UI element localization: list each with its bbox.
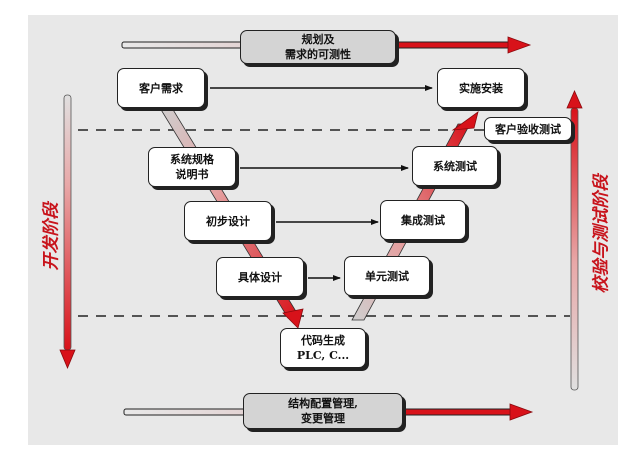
- node-preliminary-design: 初步设计: [184, 201, 272, 241]
- node-code-generation: 代码生成 PLC, C...: [280, 328, 366, 368]
- node-label-line1: 代码生成: [301, 334, 345, 347]
- node-detailed-design: 具体设计: [216, 257, 304, 297]
- node-system-test: 系统测试: [412, 146, 498, 186]
- node-customer-requirements: 客户需求: [117, 68, 205, 108]
- node-label-line2: PLC, C...: [296, 349, 350, 362]
- node-label: 单元测试: [365, 269, 409, 283]
- bottom-banner-line2: 变更管理: [301, 412, 345, 425]
- bottom-banner-configuration-management: 结构配置管理, 变更管理: [243, 393, 403, 429]
- top-banner-requirements-testability: 规划及 需求的可测性: [240, 30, 396, 64]
- node-label: 初步设计: [206, 214, 250, 228]
- verification-testing-phase-label: 校验与测试阶段: [591, 174, 612, 294]
- node-label: 系统测试: [433, 159, 477, 173]
- node-integration-test: 集成测试: [380, 200, 466, 240]
- node-label: 客户需求: [139, 81, 183, 95]
- top-banner-line2: 需求的可测性: [285, 48, 351, 61]
- node-system-spec: 系统规格 说明书: [148, 147, 236, 187]
- bottom-banner-line1: 结构配置管理,: [288, 397, 358, 410]
- node-implementation-installation: 实施安装: [437, 68, 525, 108]
- node-label: 实施安装: [459, 81, 503, 95]
- top-banner-line1: 规划及: [301, 33, 335, 46]
- node-label: 客户验收测试: [495, 122, 561, 136]
- verification-phase-arrow: [566, 90, 583, 391]
- development-phase-label: 开发阶段: [41, 202, 62, 271]
- node-label-line2: 说明书: [175, 168, 209, 181]
- node-unit-test: 单元测试: [344, 256, 430, 296]
- node-customer-acceptance-test: 客户验收测试: [484, 117, 572, 141]
- node-label: 集成测试: [401, 213, 445, 227]
- node-label: 具体设计: [238, 270, 282, 284]
- node-label-line1: 系统规格: [170, 153, 214, 166]
- development-phase-arrow: [59, 94, 76, 370]
